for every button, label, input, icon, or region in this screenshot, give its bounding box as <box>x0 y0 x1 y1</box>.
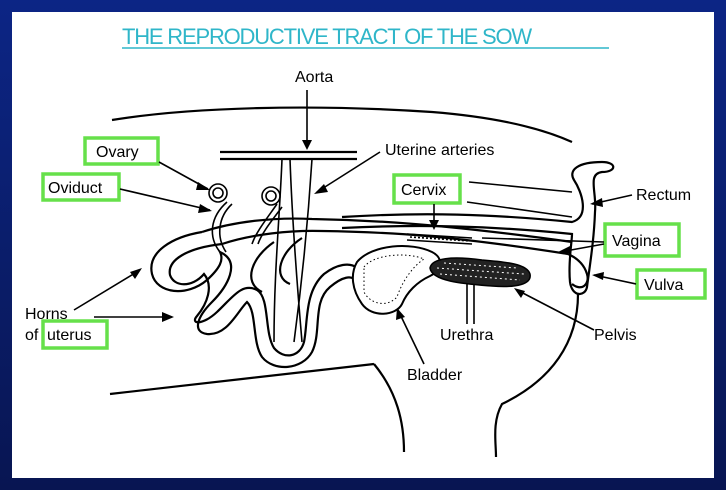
pointer-rectum-line-a <box>468 181 573 193</box>
uterine-horn-inner <box>168 242 358 357</box>
pelvis-bone <box>429 257 531 288</box>
pointer-rectum-line-b <box>466 201 573 218</box>
bladder-stipple <box>363 254 426 304</box>
label-rectum: Rectum <box>636 187 691 204</box>
pointer-pelvis <box>516 289 595 331</box>
pointer-uterine-arteries <box>316 151 381 193</box>
arrowhead-vulva <box>592 272 604 280</box>
arrowhead-ovary <box>196 182 210 190</box>
arrowhead-rectum <box>590 198 603 207</box>
box-vagina <box>603 222 681 258</box>
uterine-artery-1 <box>273 158 283 343</box>
box-uterus <box>41 319 109 350</box>
box-oviduct <box>41 172 121 202</box>
ovary-right <box>261 186 281 206</box>
uterine-body-outer <box>201 217 573 244</box>
hind-leg-outline <box>373 363 406 453</box>
box-ovary <box>83 136 160 166</box>
arrowhead-oviduct <box>198 204 212 213</box>
aorta-vessel <box>220 150 357 161</box>
uterine-horn-second <box>250 237 303 293</box>
urethra-vessel <box>466 284 475 324</box>
oviduct-right-2 <box>257 206 283 245</box>
label-cervix: Cervix <box>401 182 446 199</box>
rectum-tube <box>341 160 615 295</box>
label-urethra: Urethra <box>440 327 493 344</box>
back-outline <box>111 106 573 144</box>
pointer-oviduct <box>119 188 211 211</box>
arrowhead-pelvis <box>514 288 525 298</box>
pelvis-texture <box>436 262 525 281</box>
label-vagina: Vagina <box>612 233 661 250</box>
label-aorta: Aorta <box>295 69 333 86</box>
arrowhead-aorta <box>302 140 312 150</box>
pointer-horns-upper <box>73 269 141 311</box>
uterine-body-inner <box>221 229 569 256</box>
uterine-horn-outer <box>150 230 358 369</box>
arrowhead-bladder <box>396 308 405 320</box>
label-vulva: Vulva <box>644 277 684 294</box>
cervix-folds <box>406 233 473 245</box>
arrowhead-cervix <box>429 220 439 230</box>
rump-outline <box>494 293 580 458</box>
label-bladder: Bladder <box>407 367 463 384</box>
diagram-panel: THE REPRODUCTIVE TRACT OF THE SOW <box>12 12 714 478</box>
diagram-title: THE REPRODUCTIVE TRACT OF THE SOW <box>122 24 532 49</box>
box-cervix <box>392 173 462 205</box>
label-pelvis: Pelvis <box>594 327 637 344</box>
ovary-left <box>208 183 228 203</box>
pointer-bladder <box>397 309 425 365</box>
arrowhead-vagina <box>558 246 571 254</box>
arrowhead-horns-lower <box>162 312 174 322</box>
label-horns-of: of <box>25 327 39 344</box>
arrowhead-horns-upper <box>130 268 142 279</box>
label-ovary: Ovary <box>96 144 139 161</box>
oviduct-left <box>211 201 228 253</box>
oviduct-left-2 <box>219 203 233 253</box>
label-uterine-arteries: Uterine arteries <box>385 142 494 159</box>
sow-reproductive-tract-diagram: THE REPRODUCTIVE TRACT OF THE SOW <box>25 24 707 458</box>
uterine-artery-3 <box>293 158 313 343</box>
label-oviduct: Oviduct <box>48 180 103 197</box>
uterine-artery-2 <box>289 158 303 343</box>
oviduct-right <box>251 203 278 245</box>
box-vulva <box>635 268 707 300</box>
label-horns: Horns <box>25 306 68 323</box>
belly-outline <box>109 362 375 396</box>
arrowhead-uterine-arteries <box>314 184 328 194</box>
vagina-vulva <box>567 252 589 289</box>
bladder-organ <box>351 245 441 315</box>
label-uterus: uterus <box>47 327 91 344</box>
